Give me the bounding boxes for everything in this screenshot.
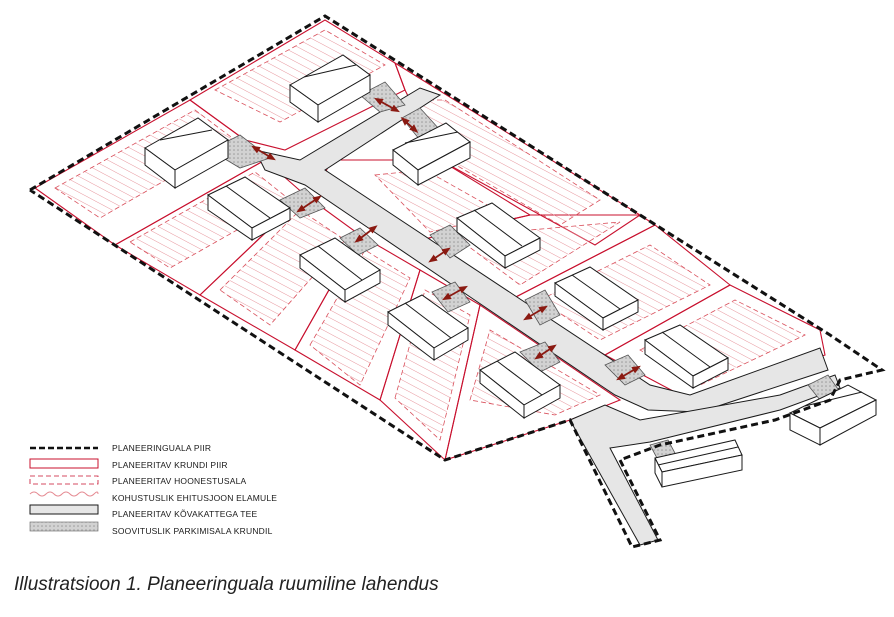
legend-item-building-line: KOHUSTUSLIK EHITUSJOON ELAMULE	[24, 490, 354, 507]
building	[392, 122, 471, 187]
building	[554, 266, 639, 331]
building	[456, 202, 541, 269]
legend-label: PLANEERITAV HOONESTUSALA	[112, 476, 247, 487]
building	[479, 351, 561, 420]
legend-label: PLANEERINGUALA PIIR	[112, 443, 212, 454]
building	[299, 237, 381, 304]
legend-label: KOHUSTUSLIK EHITUSJOON ELAMULE	[112, 492, 278, 503]
legend-label: PLANEERITAV KRUNDI PIIR	[112, 459, 228, 470]
legend-item-boundary: PLANEERINGUALA PIIR	[24, 440, 354, 457]
legend-item-building-area: PLANEERITAV HOONESTUSALA	[24, 473, 354, 490]
legend-item-parking: SOOVITUSLIK PARKIMISALA KRUNDIL	[24, 523, 354, 540]
legend-label: SOOVITUSLIK PARKIMISALA KRUNDIL	[112, 525, 273, 536]
building	[207, 176, 291, 241]
legend-item-road: PLANEERITAV KÕVAKATTEGA TEE	[24, 506, 354, 523]
access-arrows	[251, 97, 641, 381]
planning-boundary	[29, 14, 886, 549]
legend-label: PLANEERITAV KÕVAKATTEGA TEE	[112, 509, 258, 520]
buildings	[144, 54, 878, 488]
legend-symbols	[29, 446, 99, 532]
building	[387, 294, 469, 362]
building	[144, 117, 229, 190]
building	[654, 439, 743, 488]
legend-item-plot: PLANEERITAV KRUNDI PIIR	[24, 457, 354, 474]
building	[788, 384, 878, 446]
legend: PLANEERINGUALA PIIR PLANEERITAV KRUNDI P…	[24, 440, 354, 539]
figure-caption: Illustratsioon 1. Planeeringuala ruumili…	[14, 574, 439, 595]
building	[644, 324, 729, 389]
building	[289, 54, 371, 123]
